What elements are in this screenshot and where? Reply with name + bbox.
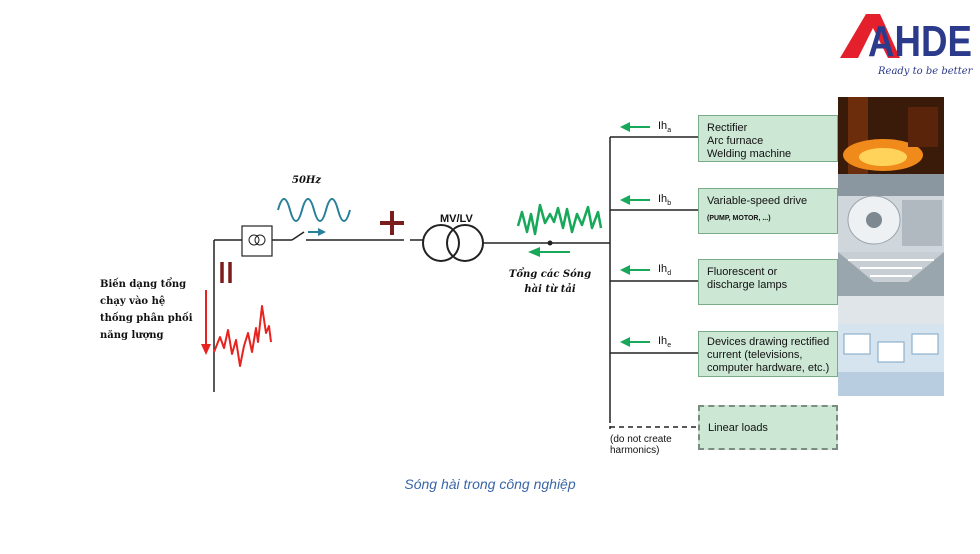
load-line: Devices drawing rectified bbox=[707, 336, 830, 348]
meter-box bbox=[241, 225, 273, 257]
load-line: Arc furnace bbox=[707, 135, 764, 147]
frequency-label: 50Hz bbox=[292, 175, 322, 186]
load-box-rectified-devices: Devices drawing rectified current (telev… bbox=[698, 331, 838, 377]
fundamental-wave bbox=[277, 198, 351, 222]
load-box-variable-speed-drive: Variable-speed drive (PUMP, MOTOR, ...) bbox=[698, 188, 838, 234]
note-line: (do not create bbox=[610, 434, 672, 445]
logo-tagline: Ready to be better bbox=[878, 66, 973, 77]
load-box-linear: Linear loads bbox=[698, 405, 838, 450]
logo-a-shape bbox=[840, 14, 900, 58]
furnace-photo bbox=[838, 97, 944, 174]
load-line: Fluorescent or bbox=[707, 266, 778, 278]
transformer-coil-2 bbox=[446, 224, 484, 262]
load-line: current (televisions, bbox=[707, 349, 803, 361]
branch-arrow-a bbox=[620, 122, 650, 132]
load-line: Linear loads bbox=[708, 422, 768, 434]
ih-label-a: Iha bbox=[658, 120, 672, 135]
ahde-logo: AHDE bbox=[840, 14, 972, 66]
logo-text: AHDE bbox=[868, 17, 972, 66]
source-description: Biến dạng tổng chạy vào hệ thống phân ph… bbox=[100, 279, 193, 341]
load-sub-label: (PUMP, MOTOR, ...) bbox=[707, 215, 771, 222]
ih-label-e: Ihe bbox=[658, 335, 672, 350]
ih-label-d: Ihd bbox=[658, 263, 672, 278]
harmonic-sum-wave bbox=[516, 203, 603, 236]
linear-load-note: (do not create harmonics) bbox=[610, 434, 672, 456]
ih-label-b: Ihb bbox=[658, 193, 672, 208]
warehouse-lamps-photo bbox=[838, 252, 944, 324]
meter-coil-2 bbox=[254, 234, 266, 246]
computer-lab-photo bbox=[838, 324, 944, 396]
switch-blade bbox=[291, 231, 305, 241]
load-line: Welding machine bbox=[707, 148, 792, 160]
load-line: discharge lamps bbox=[707, 279, 788, 291]
figure-caption: Sóng hài trong công nghiệp bbox=[404, 476, 576, 492]
load-box-lamps: Fluorescent or discharge lamps bbox=[698, 259, 838, 305]
harmonic-sum-label: Tổng các Sóng hài từ tải bbox=[508, 269, 592, 295]
transformer-coil-1 bbox=[422, 224, 460, 262]
branch-arrow-b bbox=[620, 195, 650, 205]
branch-arrow-d bbox=[620, 265, 650, 275]
meter-coil-1 bbox=[248, 234, 260, 246]
note-line: harmonics) bbox=[610, 445, 660, 456]
load-line: computer hardware, etc.) bbox=[707, 362, 830, 374]
paper-machine-photo bbox=[838, 174, 944, 252]
transformer-label: MV/LV bbox=[440, 213, 473, 225]
branch-arrow-e bbox=[620, 337, 650, 347]
load-line: Variable-speed drive bbox=[707, 195, 808, 207]
distorted-wave bbox=[213, 305, 272, 367]
load-box-rectifier: Rectifier Arc furnace Welding machine bbox=[698, 115, 838, 162]
bus-node bbox=[547, 240, 553, 246]
load-line: Rectifier bbox=[707, 122, 748, 134]
